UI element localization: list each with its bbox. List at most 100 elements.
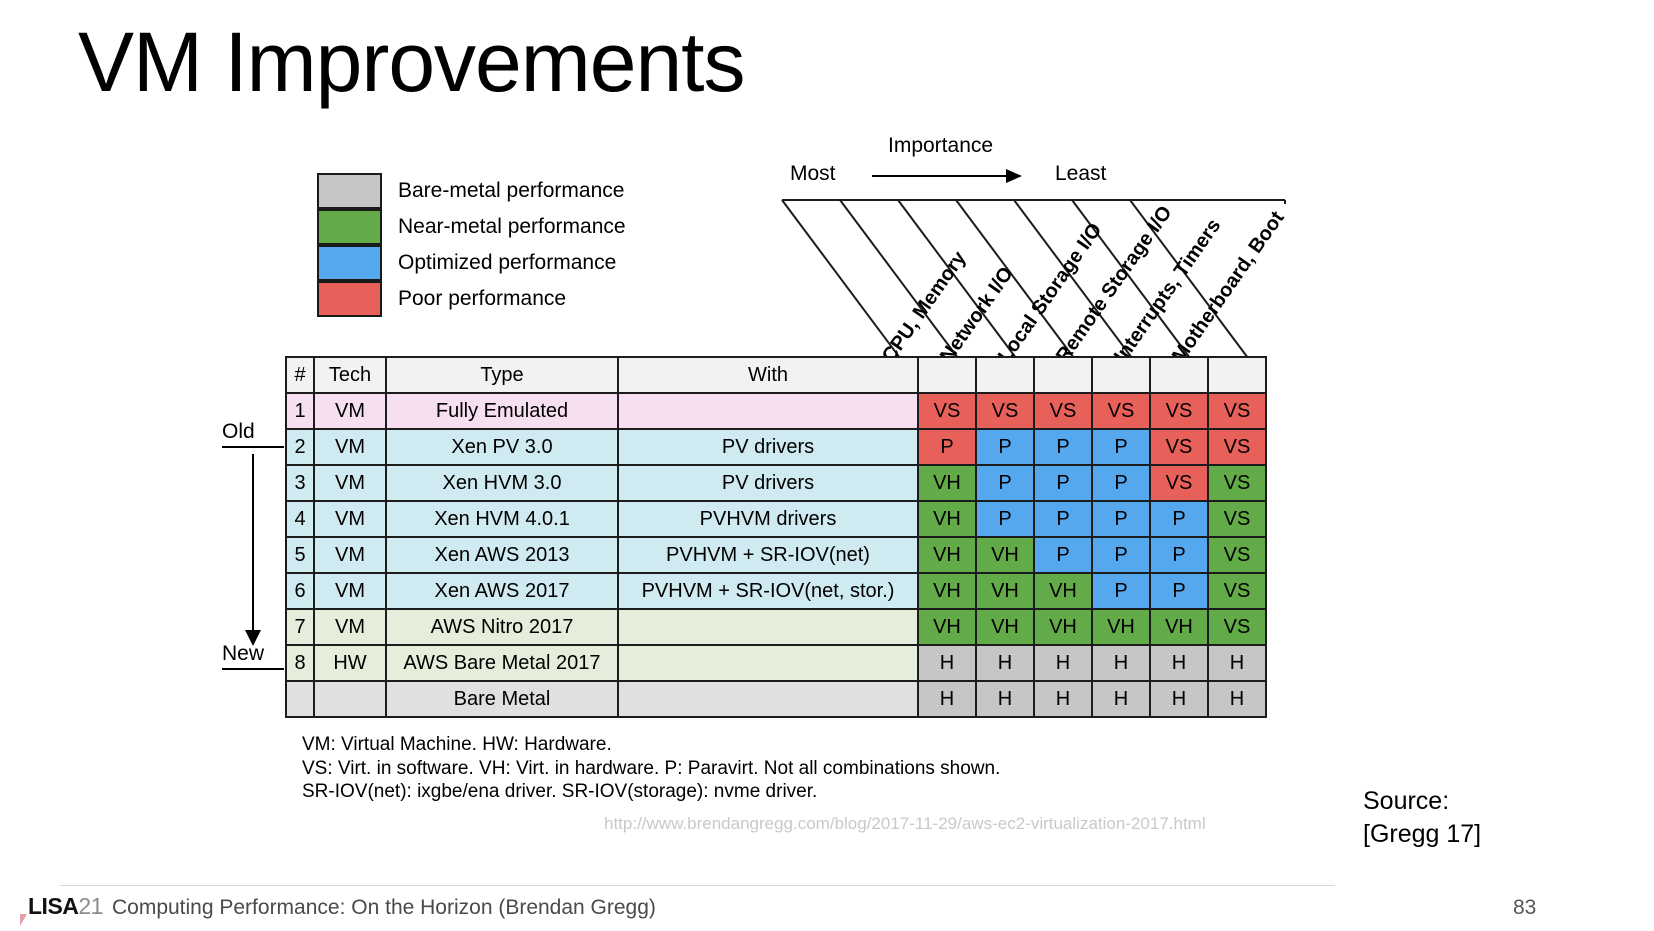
table-cell-tech: VM: [313, 464, 387, 502]
table-cell-num: 6: [285, 572, 315, 610]
matrix-cell-r7-c0: H: [917, 644, 977, 682]
importance-axis: Importance Most Least: [790, 134, 1120, 186]
table-cell-num: 1: [285, 392, 315, 430]
source-reference: Source: [Gregg 17]: [1363, 785, 1481, 851]
table-cell-num: [285, 680, 315, 718]
table-cell-with: PVHVM drivers: [617, 500, 919, 538]
table-cell-with: PV drivers: [617, 464, 919, 502]
matrix-cell-r2-c2: P: [1033, 464, 1093, 502]
legend-item-optimized: Optimized performance: [317, 245, 626, 281]
matrix-cell-r5-c5: VS: [1207, 572, 1267, 610]
footer: LISA21 Computing Performance: On the Hor…: [28, 893, 656, 920]
matrix-header-spacer-3: [1091, 356, 1151, 394]
matrix-cell-r3-c0: VH: [917, 500, 977, 538]
legend-label-near-metal: Near-metal performance: [398, 215, 626, 238]
source-url[interactable]: http://www.brendangregg.com/blog/2017-11…: [604, 814, 1206, 833]
importance-least-label: Least: [1055, 162, 1107, 185]
matrix-cell-r3-c5: VS: [1207, 500, 1267, 538]
matrix-cell-r4-c0: VH: [917, 536, 977, 574]
matrix-header-spacer-1: [975, 356, 1035, 394]
legend-label-optimized: Optimized performance: [398, 251, 617, 274]
table-cell-tech: VM: [313, 572, 387, 610]
matrix-cell-r4-c1: VH: [975, 536, 1035, 574]
table-column-header-0: #: [285, 356, 315, 394]
matrix-cell-r6-c2: VH: [1033, 608, 1093, 646]
matrix-cell-r6-c3: VH: [1091, 608, 1151, 646]
table-cell-type: Xen HVM 3.0: [385, 464, 619, 502]
timeline-new-rule: [222, 668, 284, 670]
legend-swatch-optimized: [317, 245, 382, 281]
matrix-cell-r6-c0: VH: [917, 608, 977, 646]
table-cell-type: AWS Bare Metal 2017: [385, 644, 619, 682]
importance-label: Importance: [888, 134, 994, 157]
timeline-arrow-icon: [245, 454, 261, 646]
matrix-cell-r5-c0: VH: [917, 572, 977, 610]
timeline-new-label: New: [222, 642, 265, 665]
footnote-line-1: VS: Virt. in software. VH: Virt. in hard…: [302, 757, 1001, 779]
matrix-cell-r3-c2: P: [1033, 500, 1093, 538]
lisa-logo: LISA21: [28, 893, 103, 920]
matrix-cell-r4-c4: P: [1149, 536, 1209, 574]
matrix-cell-r8-c3: H: [1091, 680, 1151, 718]
table-cell-type: Xen PV 3.0: [385, 428, 619, 466]
legend-swatch-poor: [317, 281, 382, 317]
footer-divider: [60, 885, 1335, 886]
matrix-cell-r1-c1: P: [975, 428, 1035, 466]
matrix-header-spacer-2: [1033, 356, 1093, 394]
matrix-cell-r8-c4: H: [1149, 680, 1209, 718]
source-reference-line2: [Gregg 17]: [1363, 820, 1482, 848]
table-column-header-1: Tech: [313, 356, 387, 394]
matrix-cell-r7-c1: H: [975, 644, 1035, 682]
matrix-cell-r4-c2: P: [1033, 536, 1093, 574]
table-cell-with: [617, 644, 919, 682]
matrix-cell-r2-c5: VS: [1207, 464, 1267, 502]
matrix-cell-r1-c0: P: [917, 428, 977, 466]
matrix-cell-r0-c4: VS: [1149, 392, 1209, 430]
table-cell-tech: VM: [313, 500, 387, 538]
table-cell-with: [617, 392, 919, 430]
timeline-old-label: Old: [222, 420, 255, 443]
importance-arrow-icon: [872, 169, 1022, 183]
matrix-cell-r3-c4: P: [1149, 500, 1209, 538]
table-cell-num: 5: [285, 536, 315, 574]
table-cell-with: [617, 680, 919, 718]
matrix-cell-r3-c3: P: [1091, 500, 1151, 538]
table-column-header-2: Type: [385, 356, 619, 394]
legend-item-poor: Poor performance: [317, 281, 626, 317]
table-cell-tech: VM: [313, 536, 387, 574]
matrix-cell-r2-c3: P: [1091, 464, 1151, 502]
matrix-cell-r8-c0: H: [917, 680, 977, 718]
matrix-cell-r0-c5: VS: [1207, 392, 1267, 430]
table-cell-with: PVHVM + SR-IOV(net, stor.): [617, 572, 919, 610]
matrix-cell-r8-c5: H: [1207, 680, 1267, 718]
matrix-cell-r7-c4: H: [1149, 644, 1209, 682]
legend-item-bare-metal: Bare-metal performance: [317, 173, 626, 209]
matrix-header-spacer-5: [1207, 356, 1267, 394]
table-cell-tech: VM: [313, 392, 387, 430]
matrix-cell-r5-c3: P: [1091, 572, 1151, 610]
table-cell-tech: [313, 680, 387, 718]
table-cell-tech: VM: [313, 608, 387, 646]
matrix-cell-r8-c2: H: [1033, 680, 1093, 718]
table-cell-type: Xen AWS 2017: [385, 572, 619, 610]
table-cell-num: 8: [285, 644, 315, 682]
matrix-header-spacer-0: [917, 356, 977, 394]
footnote-line-0: VM: Virtual Machine. HW: Hardware.: [302, 734, 612, 755]
table-cell-with: PV drivers: [617, 428, 919, 466]
page-number: 83: [1513, 896, 1537, 919]
page-title: VM Improvements: [78, 15, 746, 109]
footer-tick-icon: [20, 914, 27, 926]
matrix-cell-r1-c5: VS: [1207, 428, 1267, 466]
matrix-cell-r0-c3: VS: [1091, 392, 1151, 430]
matrix-cell-r4-c3: P: [1091, 536, 1151, 574]
